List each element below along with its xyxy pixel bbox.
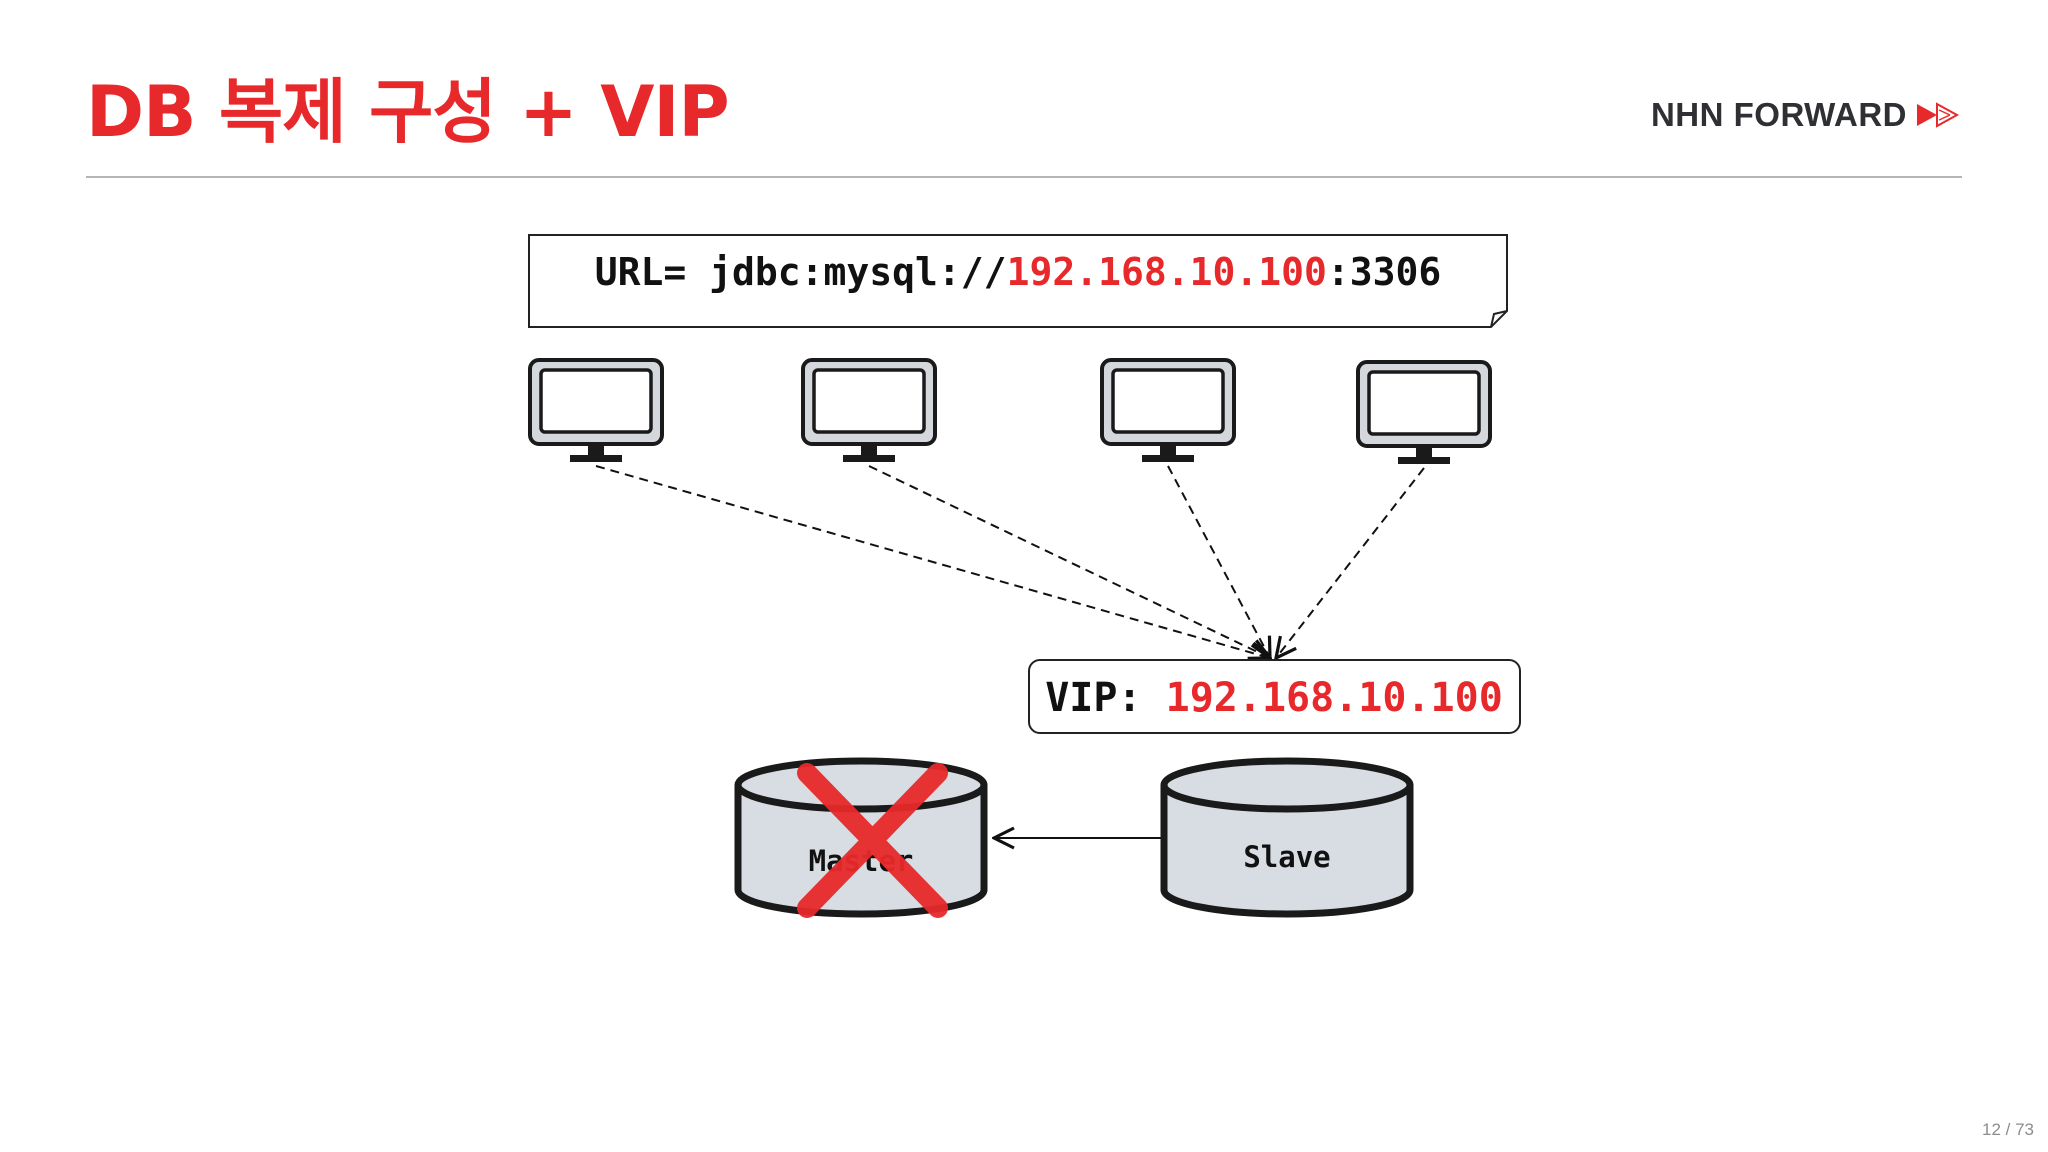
monitor-icon	[528, 358, 664, 462]
brand-name: NHN FORWARD	[1650, 96, 1907, 133]
page-number: 12 / 73	[1982, 1120, 2034, 1139]
brand-logo: NHN FORWARD	[1651, 96, 1961, 134]
title-divider	[86, 176, 1962, 178]
forward-arrows-icon	[1917, 102, 1960, 128]
slide-title: DB 복제 구성 + VIP	[86, 71, 730, 153]
monitor-icon	[1100, 358, 1236, 462]
client-connections	[595, 465, 1425, 658]
vip-ip: 192.168.10.100	[1166, 675, 1503, 721]
slave-database: Slave	[1160, 757, 1414, 918]
monitor-icon	[1356, 360, 1492, 464]
url-note: URL= jdbc:mysql://192.168.10.100:3306	[528, 234, 1508, 328]
svg-text:URL= jdbc:mysql://192.168.10.1: URL= jdbc:mysql://192.168.10.100:3306	[595, 250, 1442, 294]
svg-text:VIP: 192.168.10.100: VIP: 192.168.10.100	[1045, 675, 1503, 721]
vip-label: VIP:	[1045, 675, 1165, 721]
vip-box: VIP: 192.168.10.100	[1028, 659, 1521, 734]
url-ip: 192.168.10.100	[1007, 250, 1327, 294]
url-prefix: URL= jdbc:mysql://	[595, 250, 1007, 294]
slave-label: Slave	[1243, 840, 1330, 874]
url-port: :3306	[1327, 250, 1441, 294]
failure-x-icon	[797, 763, 948, 918]
monitor-icon	[801, 358, 937, 462]
